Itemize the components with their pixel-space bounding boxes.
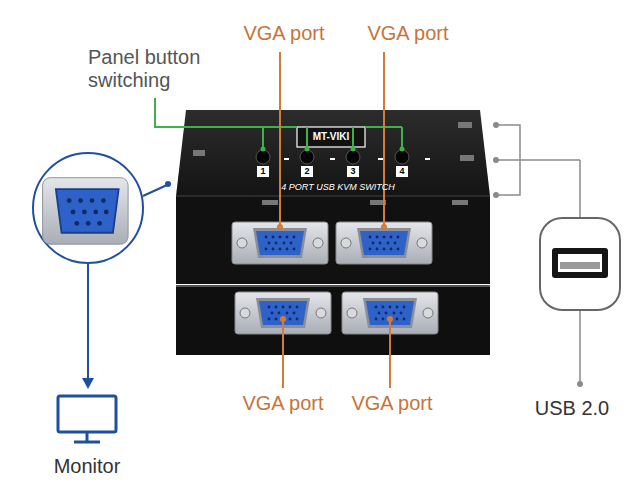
usb-label: USB 2.0 [535,397,609,420]
port-label: VGA port [243,22,324,45]
button-number: 1 [260,166,265,176]
callout-label: Panel button switching [88,46,263,92]
button-number: 2 [304,166,309,176]
device-name: 4 PORT USB KVM SWITCH [281,182,394,192]
port-label: VGA port [351,392,432,415]
port-label: VGA port [367,22,448,45]
button-number: 3 [350,166,355,176]
brand-logo: MT-VIKI [311,131,352,143]
monitor-label: Monitor [54,455,121,478]
port-label: VGA port [242,392,323,415]
button-number: 4 [399,166,404,176]
